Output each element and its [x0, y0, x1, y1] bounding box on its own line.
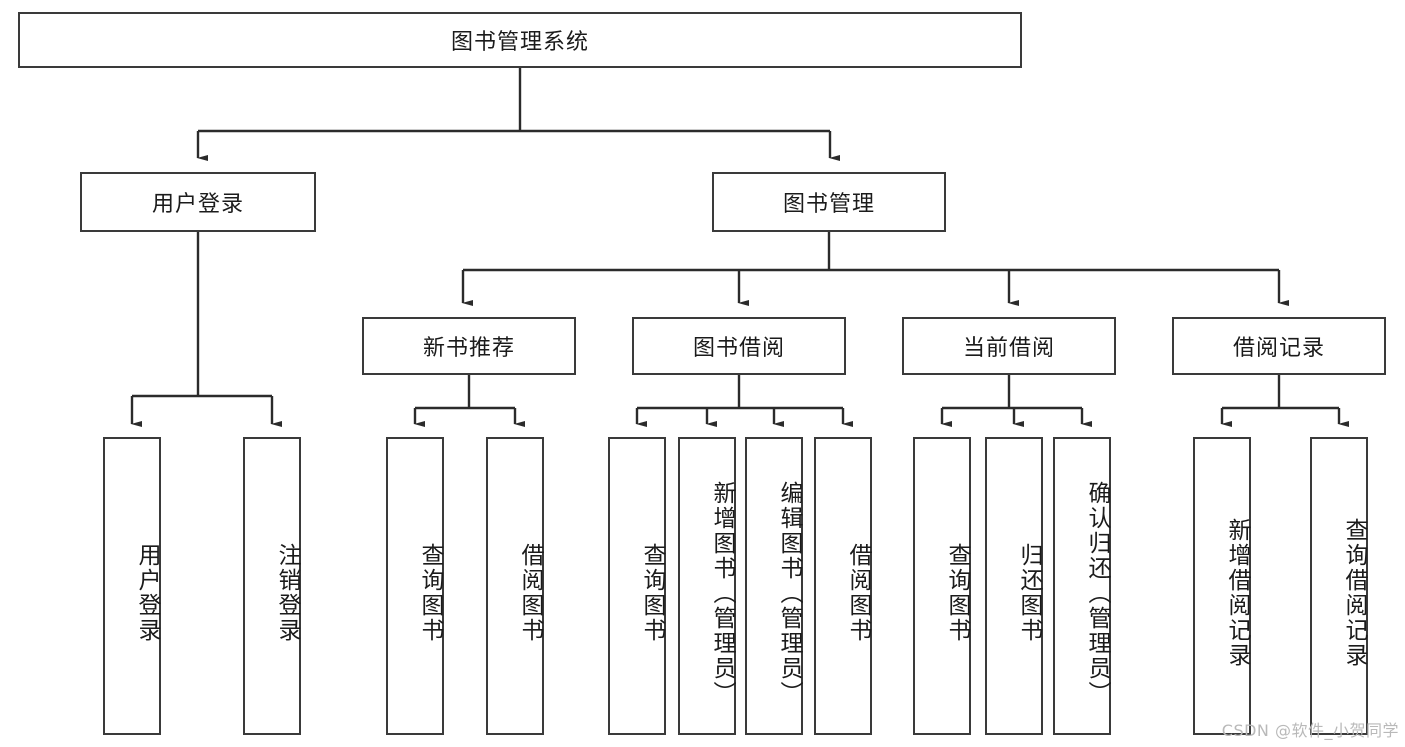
node-leaf-query-book-3[interactable]: 查询图书	[913, 437, 971, 735]
node-borrow-record[interactable]: 借阅记录	[1172, 317, 1386, 375]
node-leaf-query-book-1[interactable]: 查询图书	[386, 437, 444, 735]
node-leaf-logout[interactable]: 注销登录	[243, 437, 301, 735]
csdn-watermark: CSDN @软件_小贺同学	[1221, 721, 1399, 740]
node-new-book-recommend[interactable]: 新书推荐	[362, 317, 576, 375]
node-leaf-add-book-admin[interactable]: 新增图书（管理员）	[678, 437, 736, 735]
node-book-borrow[interactable]: 图书借阅	[632, 317, 846, 375]
node-book-management[interactable]: 图书管理	[712, 172, 946, 232]
node-user-login[interactable]: 用户登录	[80, 172, 316, 232]
node-current-borrow[interactable]: 当前借阅	[902, 317, 1116, 375]
node-leaf-add-borrow-record[interactable]: 新增借阅记录	[1193, 437, 1251, 735]
node-leaf-query-book-2[interactable]: 查询图书	[608, 437, 666, 735]
node-leaf-user-login[interactable]: 用户登录	[103, 437, 161, 735]
node-root[interactable]: 图书管理系统	[18, 12, 1022, 68]
node-leaf-edit-book-admin[interactable]: 编辑图书（管理员）	[745, 437, 803, 735]
node-leaf-borrow-book-1[interactable]: 借阅图书	[486, 437, 544, 735]
node-leaf-confirm-return-admin[interactable]: 确认归还（管理员）	[1053, 437, 1111, 735]
node-leaf-borrow-book-2[interactable]: 借阅图书	[814, 437, 872, 735]
node-leaf-query-borrow-record[interactable]: 查询借阅记录	[1310, 437, 1368, 735]
node-leaf-return-book[interactable]: 归还图书	[985, 437, 1043, 735]
